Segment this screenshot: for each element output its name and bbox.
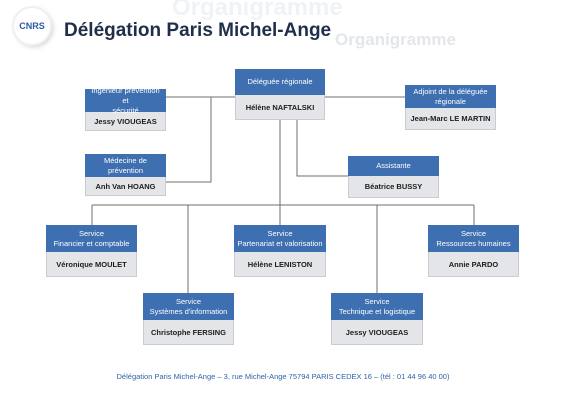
node-partenariat-name: Hélène LENISTON [234, 252, 326, 277]
node-prevention: Ingénieur prévention et sécurité Jessy V… [85, 85, 166, 131]
node-adjoint: Adjoint de la déléguée régionale Jean-Ma… [405, 85, 496, 130]
node-technique-name: Jessy VIOUGEAS [331, 320, 423, 345]
node-partenariat-role-line-2: Partenariat et valorisation [237, 238, 323, 248]
node-delegue: Déléguée régionale Hélène NAFTALSKI [235, 69, 325, 120]
node-medecine-role-line-2: prévention [107, 165, 144, 175]
node-technique-role-line-2: Technique et logistique [338, 306, 416, 316]
node-technique: Service Technique et logistique Jessy VI… [331, 293, 423, 345]
cnrs-logo: CNRS [14, 8, 50, 44]
node-medecine-name: Anh Van HOANG [85, 177, 166, 196]
node-financier-role-line-2: Financier et comptable [53, 238, 130, 248]
node-assistante-role: Assistante [348, 156, 439, 176]
watermark-top: Organigramme [172, 0, 343, 21]
node-partenariat-role-line-1: Service [267, 228, 293, 238]
footer-address: Délégation Paris Michel-Ange – 3, rue Mi… [116, 372, 450, 381]
node-prevention-role-line-2: sécurité [112, 105, 139, 115]
node-technique-role-line-1: Service [364, 296, 390, 306]
node-si-role-line-1: Service [175, 296, 201, 306]
node-si-name: Christophe FERSING [143, 320, 234, 345]
node-assistante: Assistante Béatrice BUSSY [348, 156, 439, 198]
node-si: Service Systèmes d'information Christoph… [143, 293, 234, 345]
node-partenariat-role: Service Partenariat et valorisation [234, 225, 326, 252]
node-medecine: Médecine de prévention Anh Van HOANG [85, 154, 166, 196]
watermark-organigramme: Organigramme [335, 30, 456, 49]
node-rh-role-line-2: Ressources humaines [436, 238, 511, 248]
node-assistante-name: Béatrice BUSSY [348, 176, 439, 198]
node-rh: Service Ressources humaines Annie PARDO [428, 225, 519, 277]
node-rh-role-line-1: Service [460, 228, 486, 238]
logo-text: CNRS [19, 21, 45, 31]
node-prevention-role: Ingénieur prévention et sécurité [85, 85, 166, 115]
node-si-role: Service Systèmes d'information [143, 293, 234, 320]
node-adjoint-role: Adjoint de la déléguée régionale [405, 85, 496, 108]
node-delegue-role: Déléguée régionale [235, 69, 325, 95]
page-title: Délégation Paris Michel-Ange [64, 20, 332, 41]
node-financier-role-line-1: Service [78, 228, 104, 238]
node-partenariat: Service Partenariat et valorisation Hélè… [234, 225, 326, 277]
node-financier-name: Véronique MOULET [46, 252, 137, 277]
node-rh-name: Annie PARDO [428, 252, 519, 277]
node-financier: Service Financier et comptable Véronique… [46, 225, 137, 277]
node-technique-role: Service Technique et logistique [331, 293, 423, 320]
node-medecine-role: Médecine de prévention [85, 154, 166, 177]
node-prevention-name: Jessy VIOUGEAS [85, 112, 166, 131]
node-adjoint-role-line-1: Adjoint de la déléguée [413, 86, 488, 96]
node-financier-role: Service Financier et comptable [46, 225, 137, 252]
node-delegue-name: Hélène NAFTALSKI [235, 95, 325, 120]
node-rh-role: Service Ressources humaines [428, 225, 519, 252]
node-si-role-line-2: Systèmes d'information [149, 306, 228, 316]
node-prevention-role-line-1: Ingénieur prévention et [91, 85, 160, 105]
connector-assistante [296, 120, 348, 177]
node-adjoint-name: Jean-Marc LE MARTIN [405, 108, 496, 130]
node-adjoint-role-line-2: régionale [435, 96, 466, 106]
node-medecine-role-line-1: Médecine de [104, 155, 147, 165]
connector-medecine [166, 97, 212, 183]
